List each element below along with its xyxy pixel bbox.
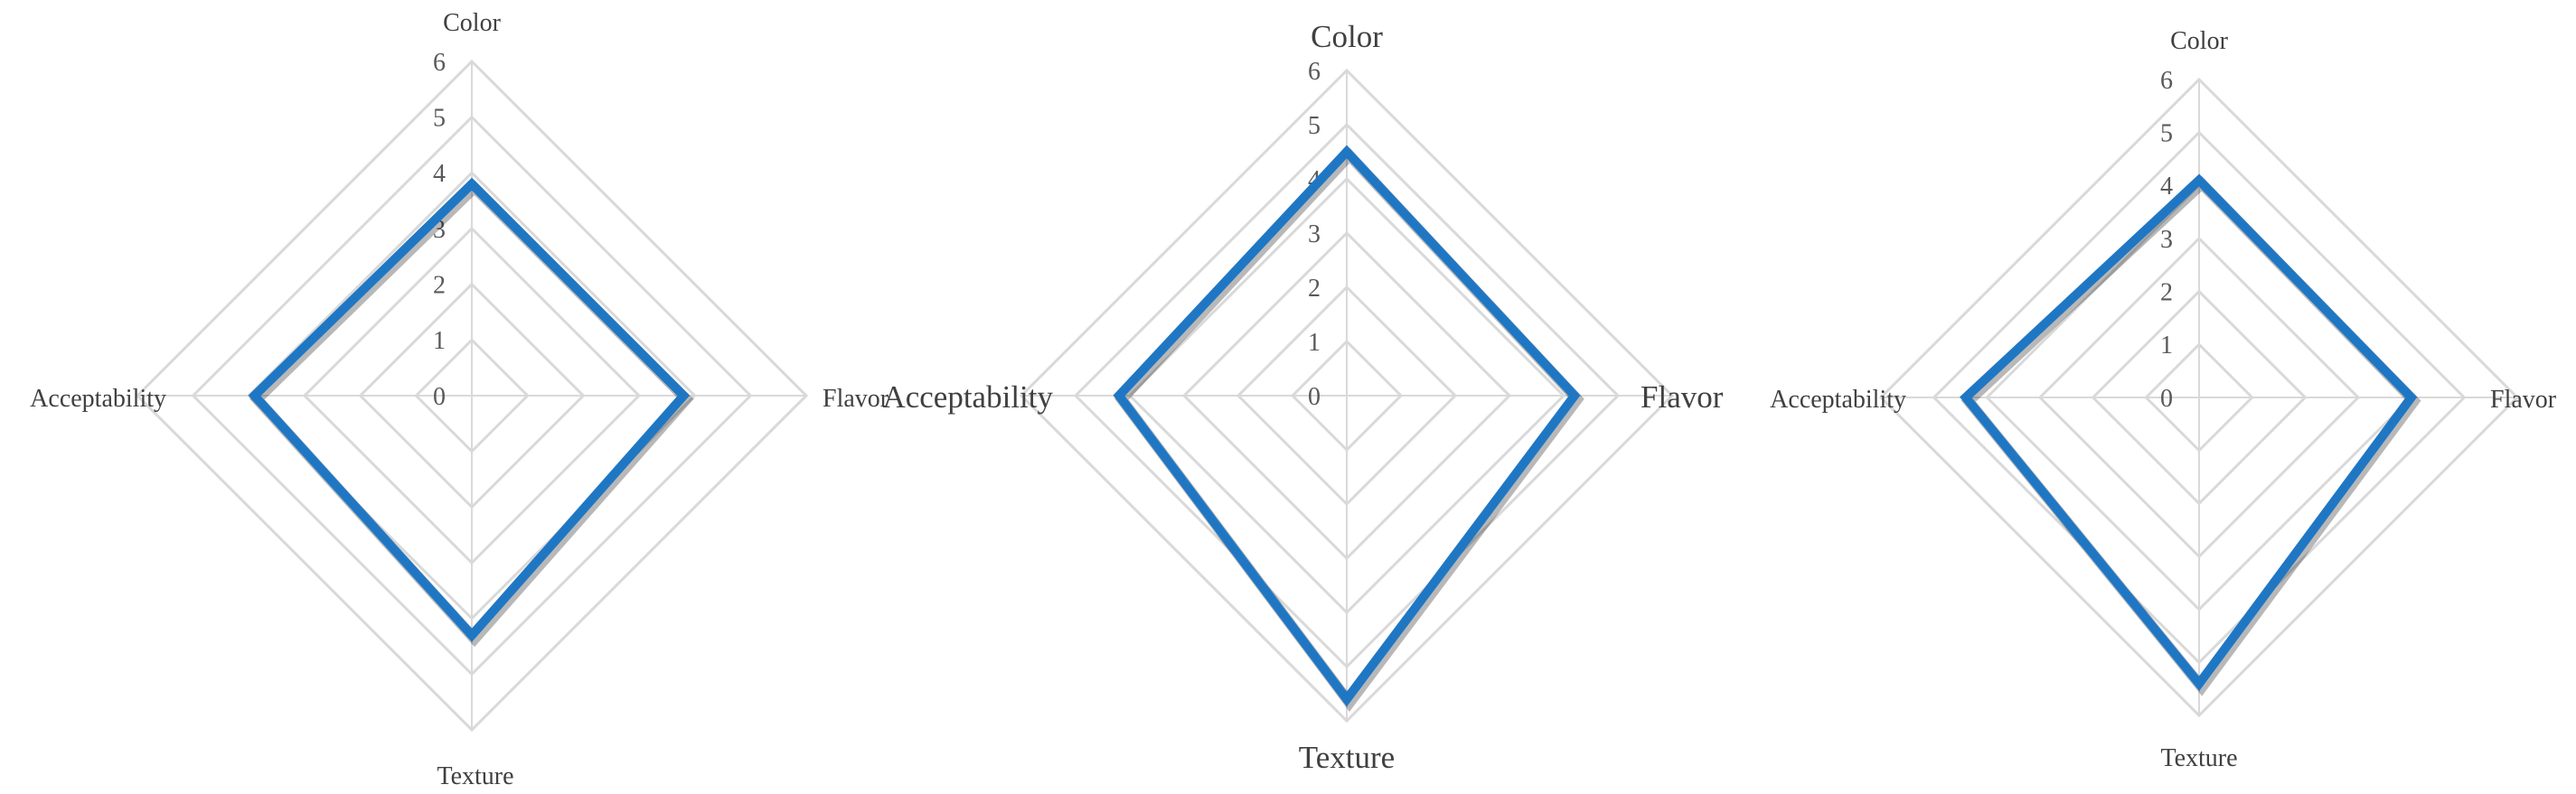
radar-tick-label: 5: [1308, 112, 1321, 140]
radar-grid-ring: [414, 338, 530, 453]
radar-category-label-acceptability: Acceptability: [1770, 386, 1906, 414]
radar-series-line: [1960, 173, 2418, 691]
radar-tick-label: 0: [2160, 385, 2173, 413]
radar-category-label-color: Color: [443, 9, 501, 37]
radar-tick-label: 5: [2160, 119, 2173, 147]
radar-tick-label: 1: [1308, 329, 1321, 357]
radar-category-label-acceptability: Acceptability: [30, 385, 166, 413]
radar-tick-label: 3: [1308, 220, 1321, 248]
radar-tick-label: 2: [2160, 278, 2173, 306]
radar-tick-label: 6: [2160, 67, 2173, 95]
radar-grid-ring: [1019, 68, 1675, 724]
radar-grid-ring: [1181, 230, 1512, 561]
radar-tick-label: 0: [433, 383, 446, 411]
radar-grid-ring: [1290, 339, 1404, 453]
radar-category-label-color: Color: [2170, 27, 2228, 55]
radar-grid-ring: [1878, 77, 2520, 718]
radar-grid-ring: [1073, 122, 1621, 669]
radar-tick-label: 4: [2160, 173, 2173, 201]
radar-series-line: [248, 177, 691, 642]
radar-series-line: [1113, 145, 1581, 707]
radar-grid-ring: [247, 171, 697, 621]
radar-category-label-flavor: Flavor: [2490, 386, 2557, 414]
radar-category-label-flavor: Flavor: [1641, 379, 1724, 415]
radar-tick-label: 1: [2160, 332, 2173, 360]
radar-grid-ring: [2144, 342, 2254, 453]
radar-category-label-texture: Texture: [2160, 744, 2237, 772]
radar-grid-ring: [2091, 289, 2308, 506]
radar-tick-label: 4: [433, 160, 446, 188]
radar-grid-ring: [2037, 236, 2361, 559]
radar-grid-ring: [1236, 285, 1458, 507]
radar-tick-label: 6: [433, 49, 446, 77]
radar-category-label-texture: Texture: [1299, 740, 1395, 775]
radar-grid-ring: [1932, 130, 2467, 665]
radar-grid-ring: [191, 115, 753, 677]
radar-category-label-acceptability: Acceptability: [882, 379, 1053, 415]
radar-tick-label: 2: [1308, 275, 1321, 303]
radar-grid-ring: [1127, 176, 1566, 615]
radar-tick-label: 1: [433, 327, 446, 355]
radar-category-label-color: Color: [1311, 19, 1383, 54]
radar-tick-label: 5: [433, 104, 446, 132]
radar-tick-label: 6: [1308, 58, 1321, 86]
radar-category-label-texture: Texture: [437, 762, 513, 790]
radar-grid-ring: [358, 282, 586, 509]
radar-grid-ring: [302, 226, 642, 565]
radar-series-shadow: [1960, 176, 2421, 696]
radar-grid-ring: [135, 59, 809, 733]
radar-tick-label: 2: [433, 271, 446, 299]
radar-category-label-flavor: Flavor: [823, 385, 889, 413]
radar-tick-label: 0: [1308, 383, 1321, 411]
radar-tick-label: 3: [2160, 226, 2173, 254]
